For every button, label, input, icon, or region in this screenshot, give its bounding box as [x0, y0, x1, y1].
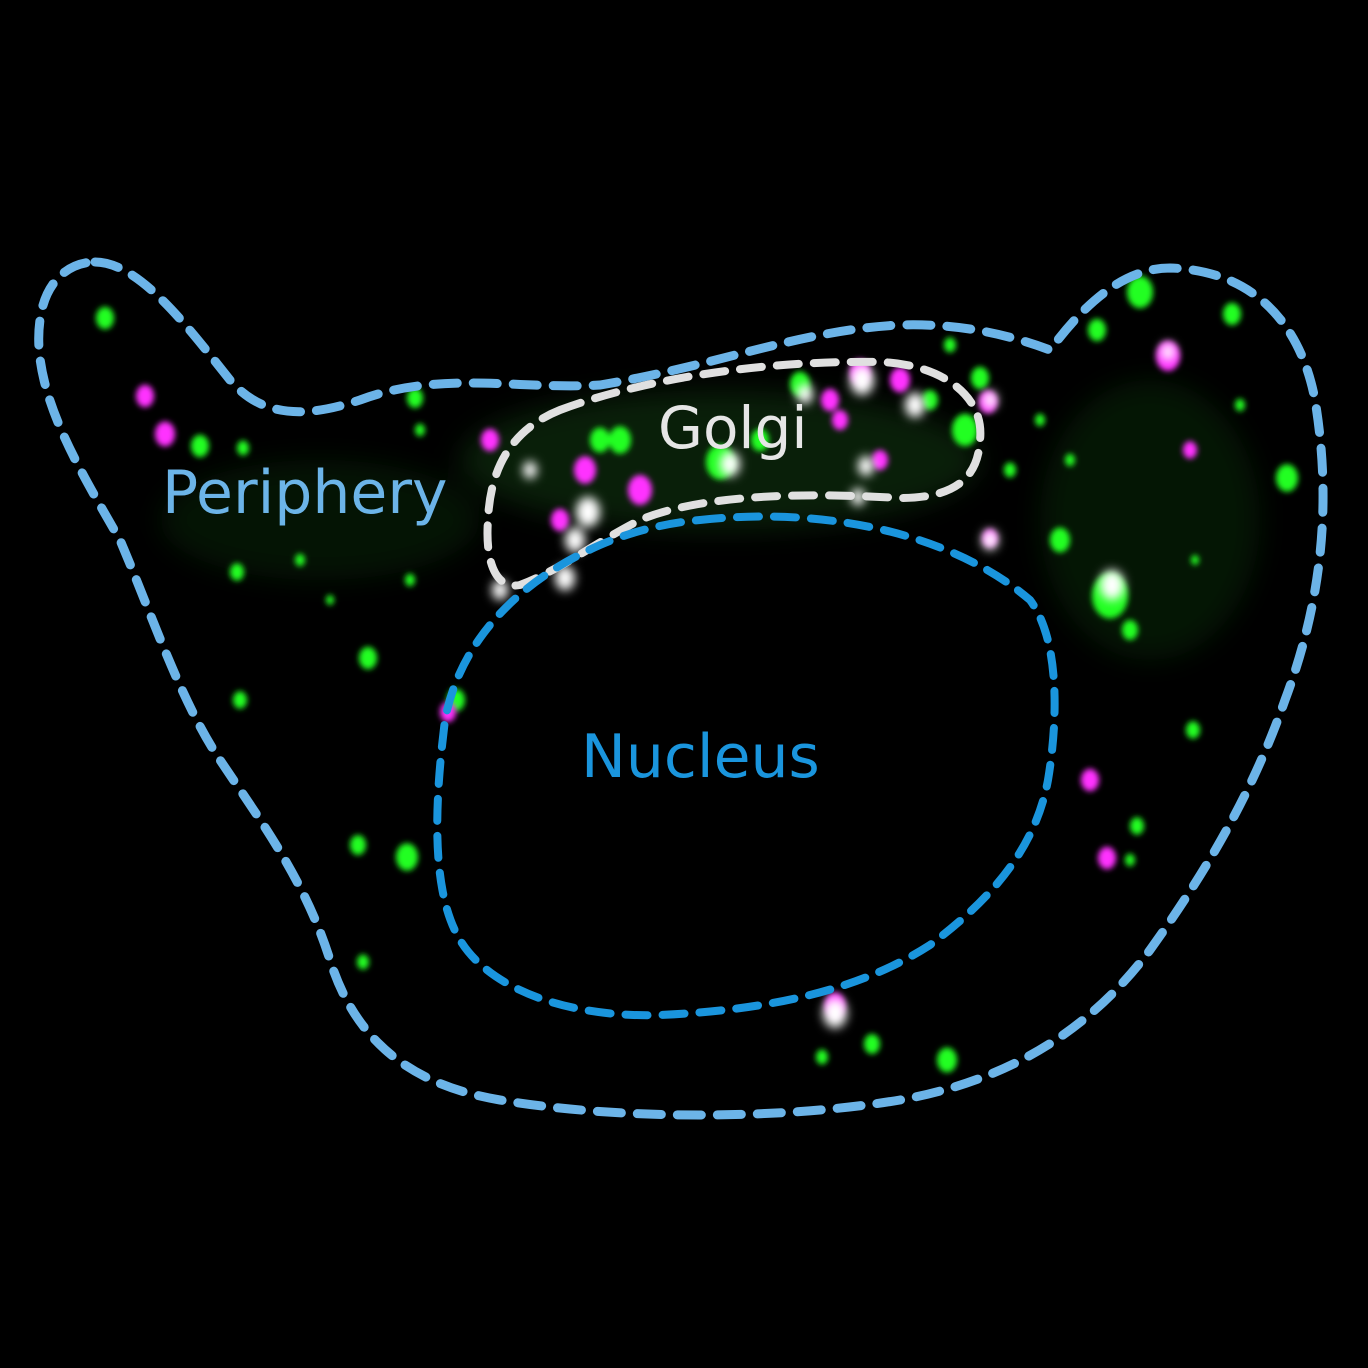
puncta-white-dot: [851, 488, 865, 506]
puncta-green-dot: [1127, 275, 1153, 309]
puncta-green-dot: [230, 563, 244, 581]
puncta-magenta-dot: [1183, 441, 1197, 459]
puncta-white-dot: [983, 391, 997, 409]
puncta-green-dot: [1004, 462, 1016, 478]
puncta-white-dot: [905, 392, 925, 418]
puncta-green-dot: [1191, 555, 1199, 565]
puncta-magenta-dot: [872, 450, 888, 470]
puncta-green-dot: [1125, 853, 1135, 867]
puncta-green-dot: [1035, 413, 1045, 427]
periphery-outline: [34, 257, 1328, 1120]
puncta-green-dot: [1223, 302, 1241, 326]
diffuse-signal: [160, 380, 1260, 660]
puncta-green-dot: [1186, 721, 1200, 739]
puncta-green-dot: [609, 426, 631, 454]
periphery-label: Periphery: [162, 458, 448, 528]
puncta-green-dot: [1235, 398, 1245, 412]
puncta-green-dot: [1065, 453, 1075, 467]
puncta-green-dot: [937, 1047, 957, 1073]
puncta-green-dot: [1050, 527, 1070, 553]
puncta-white-dot: [576, 497, 600, 527]
puncta-green-dot: [971, 366, 989, 390]
puncta-green-dot: [326, 595, 334, 605]
puncta-green-dot: [952, 413, 978, 447]
puncta-green-dot: [405, 573, 415, 587]
puncta-green-dot: [295, 553, 305, 567]
puncta-green-dot: [1088, 318, 1106, 342]
puncta-green-dot: [96, 306, 114, 330]
puncta-green-dot: [1122, 620, 1138, 640]
colocalized-puncta: [492, 343, 1175, 1028]
puncta-green-dot: [359, 646, 377, 670]
puncta-white-dot: [823, 998, 847, 1028]
nucleus-outline: [433, 512, 1059, 1020]
puncta-white-dot: [492, 580, 508, 600]
puncta-green-dot: [191, 434, 209, 458]
puncta-green-dot: [396, 843, 418, 871]
puncta-white-dot: [1100, 570, 1124, 600]
puncta-white-dot: [565, 527, 585, 553]
puncta-green-dot: [233, 691, 247, 709]
puncta-white-dot: [982, 530, 998, 550]
puncta-green-dot: [590, 427, 610, 453]
puncta-white-dot: [523, 461, 537, 479]
puncta-white-dot: [797, 384, 813, 404]
puncta-green-dot: [415, 423, 425, 437]
puncta-magenta-dot: [1081, 768, 1099, 792]
puncta-green-dot: [237, 440, 249, 456]
puncta-green-dot: [350, 835, 366, 855]
puncta-green-dot: [816, 1049, 828, 1065]
puncta-green-dot: [1130, 817, 1144, 835]
golgi-label: Golgi: [658, 394, 807, 462]
puncta-magenta-dot: [574, 456, 596, 484]
puncta-white-dot: [555, 565, 575, 591]
puncta-magenta-dot: [481, 428, 499, 452]
golgi-outline: [483, 357, 985, 590]
puncta-magenta-dot: [155, 421, 175, 447]
puncta-magenta-dot: [832, 410, 848, 430]
puncta-green-dot: [357, 954, 369, 970]
puncta-magenta-dot: [821, 388, 839, 412]
puncta-white-dot: [858, 456, 874, 476]
puncta-magenta-dot: [628, 475, 652, 505]
puncta-white-dot: [1161, 343, 1175, 361]
puncta-magenta-dot: [1098, 846, 1116, 870]
puncta-white-dot: [850, 365, 874, 395]
puncta-magenta-dot: [890, 367, 910, 393]
puncta-white-dot: [720, 451, 740, 477]
puncta-magenta-dot: [551, 508, 569, 532]
puncta-magenta-dot: [136, 384, 154, 408]
puncta-green-dot: [922, 390, 938, 410]
nucleus-label: Nucleus: [581, 722, 820, 792]
puncta-green-dot: [864, 1034, 880, 1054]
puncta-green-dot: [1276, 464, 1298, 492]
puncta-green-dot: [407, 388, 423, 408]
puncta-green-dot: [751, 428, 769, 452]
puncta-green-dot: [944, 337, 956, 353]
